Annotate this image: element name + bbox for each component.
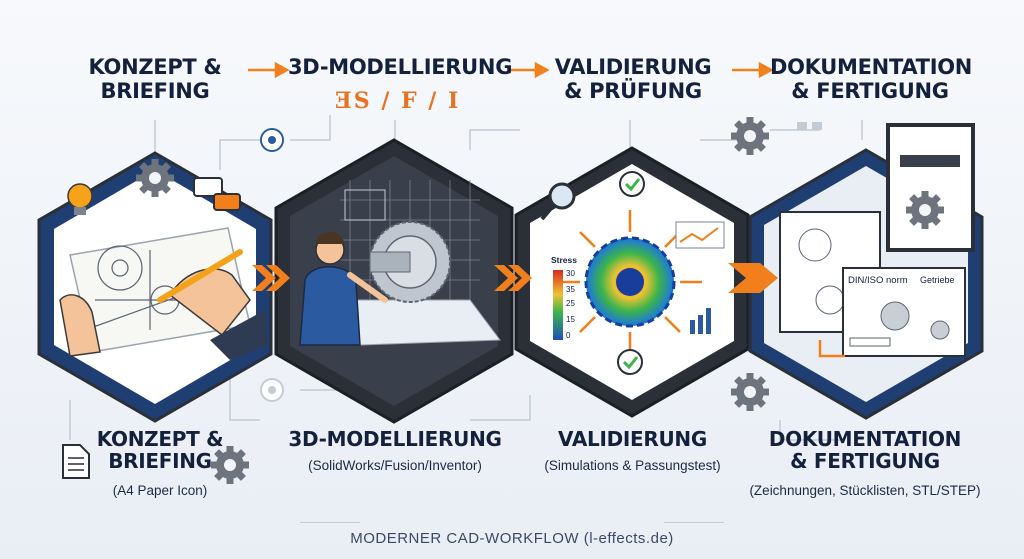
stress-tick: 35 (566, 285, 575, 294)
stress-tick: 0 (566, 331, 571, 340)
hexagon-documentation (748, 123, 984, 420)
connector-icons (260, 122, 822, 402)
step-2-subtitle: (SolidWorks/Fusion/Inventor) (308, 458, 482, 473)
gear-icon (136, 159, 174, 197)
step-4-top-title: DOKUMENTATION & FERTIGUNG (770, 55, 973, 103)
hexagon-modelling (274, 138, 514, 424)
step-3-subtitle: (Simulations & Passungstest) (544, 458, 721, 473)
hand-pencil (157, 249, 268, 360)
footer-caption: MODERNER CAD-WORKFLOW (l-effects.de) (350, 530, 674, 547)
stress-ticks: 30 35 25 15 0 (566, 269, 575, 340)
gear-3d-model (369, 221, 451, 303)
check-icon-top (619, 171, 645, 197)
drawing-part-label: Getriebe (920, 275, 955, 285)
step-4-subtitle: (Zeichnungen, Stücklisten, STL/STEP) (749, 483, 981, 498)
top-arrows (248, 61, 774, 79)
circuit-lines (69, 115, 863, 441)
hand-left (59, 294, 101, 357)
flow-arrow-small (818, 340, 845, 358)
stress-tick: 15 (566, 315, 575, 324)
step-4-bottom-title: DOKUMENTATION & FERTIGUNG (768, 427, 962, 474)
stress-colorbar (553, 270, 563, 340)
step-3-top-title: VALIDIERUNG & PRÜFUNG (554, 55, 712, 103)
step-1-subtitle: (A4 Paper Icon) (112, 483, 208, 498)
chat-bubbles-icon (193, 177, 241, 211)
step-1-top-title: KONZEPT & BRIEFING (88, 55, 222, 103)
step-1-bottom-title: KONZEPT & BRIEFING (96, 427, 224, 474)
drawing-norm-label: DIN/ISO norm (848, 275, 908, 286)
hexagon-concept (37, 151, 273, 423)
3d-printer-icon (886, 123, 975, 252)
stress-gear (584, 236, 676, 328)
stress-label: Stress (551, 255, 577, 265)
software-logos: ƎS / F / I (335, 88, 461, 114)
stress-tick: 25 (566, 299, 575, 308)
paper-icon (62, 444, 90, 479)
step-2-bottom-title: 3D-MODELLIERUNG (288, 427, 502, 451)
footer-rule-right (664, 522, 724, 523)
check-icon-bottom (617, 349, 643, 375)
chevrons (252, 263, 778, 293)
gear-icon-bottom-right (731, 373, 769, 411)
stress-tick: 30 (566, 269, 575, 278)
technical-drawing-front (842, 267, 966, 357)
engineer-figure (299, 232, 388, 346)
lightbulb-icon (67, 183, 93, 215)
step-2-top-title: 3D-MODELLIERUNG (288, 55, 513, 79)
step-3-bottom-title: VALIDIERUNG (558, 427, 707, 451)
hexagon-validation (514, 146, 750, 418)
bar-chart-icon (690, 308, 711, 334)
force-arrows (558, 210, 702, 356)
magnifier-icon (540, 182, 576, 221)
footer-rule-left (300, 522, 360, 523)
floating-window (344, 189, 386, 221)
line-chart-icon (675, 221, 725, 249)
gear-icon-top-right (731, 117, 769, 155)
